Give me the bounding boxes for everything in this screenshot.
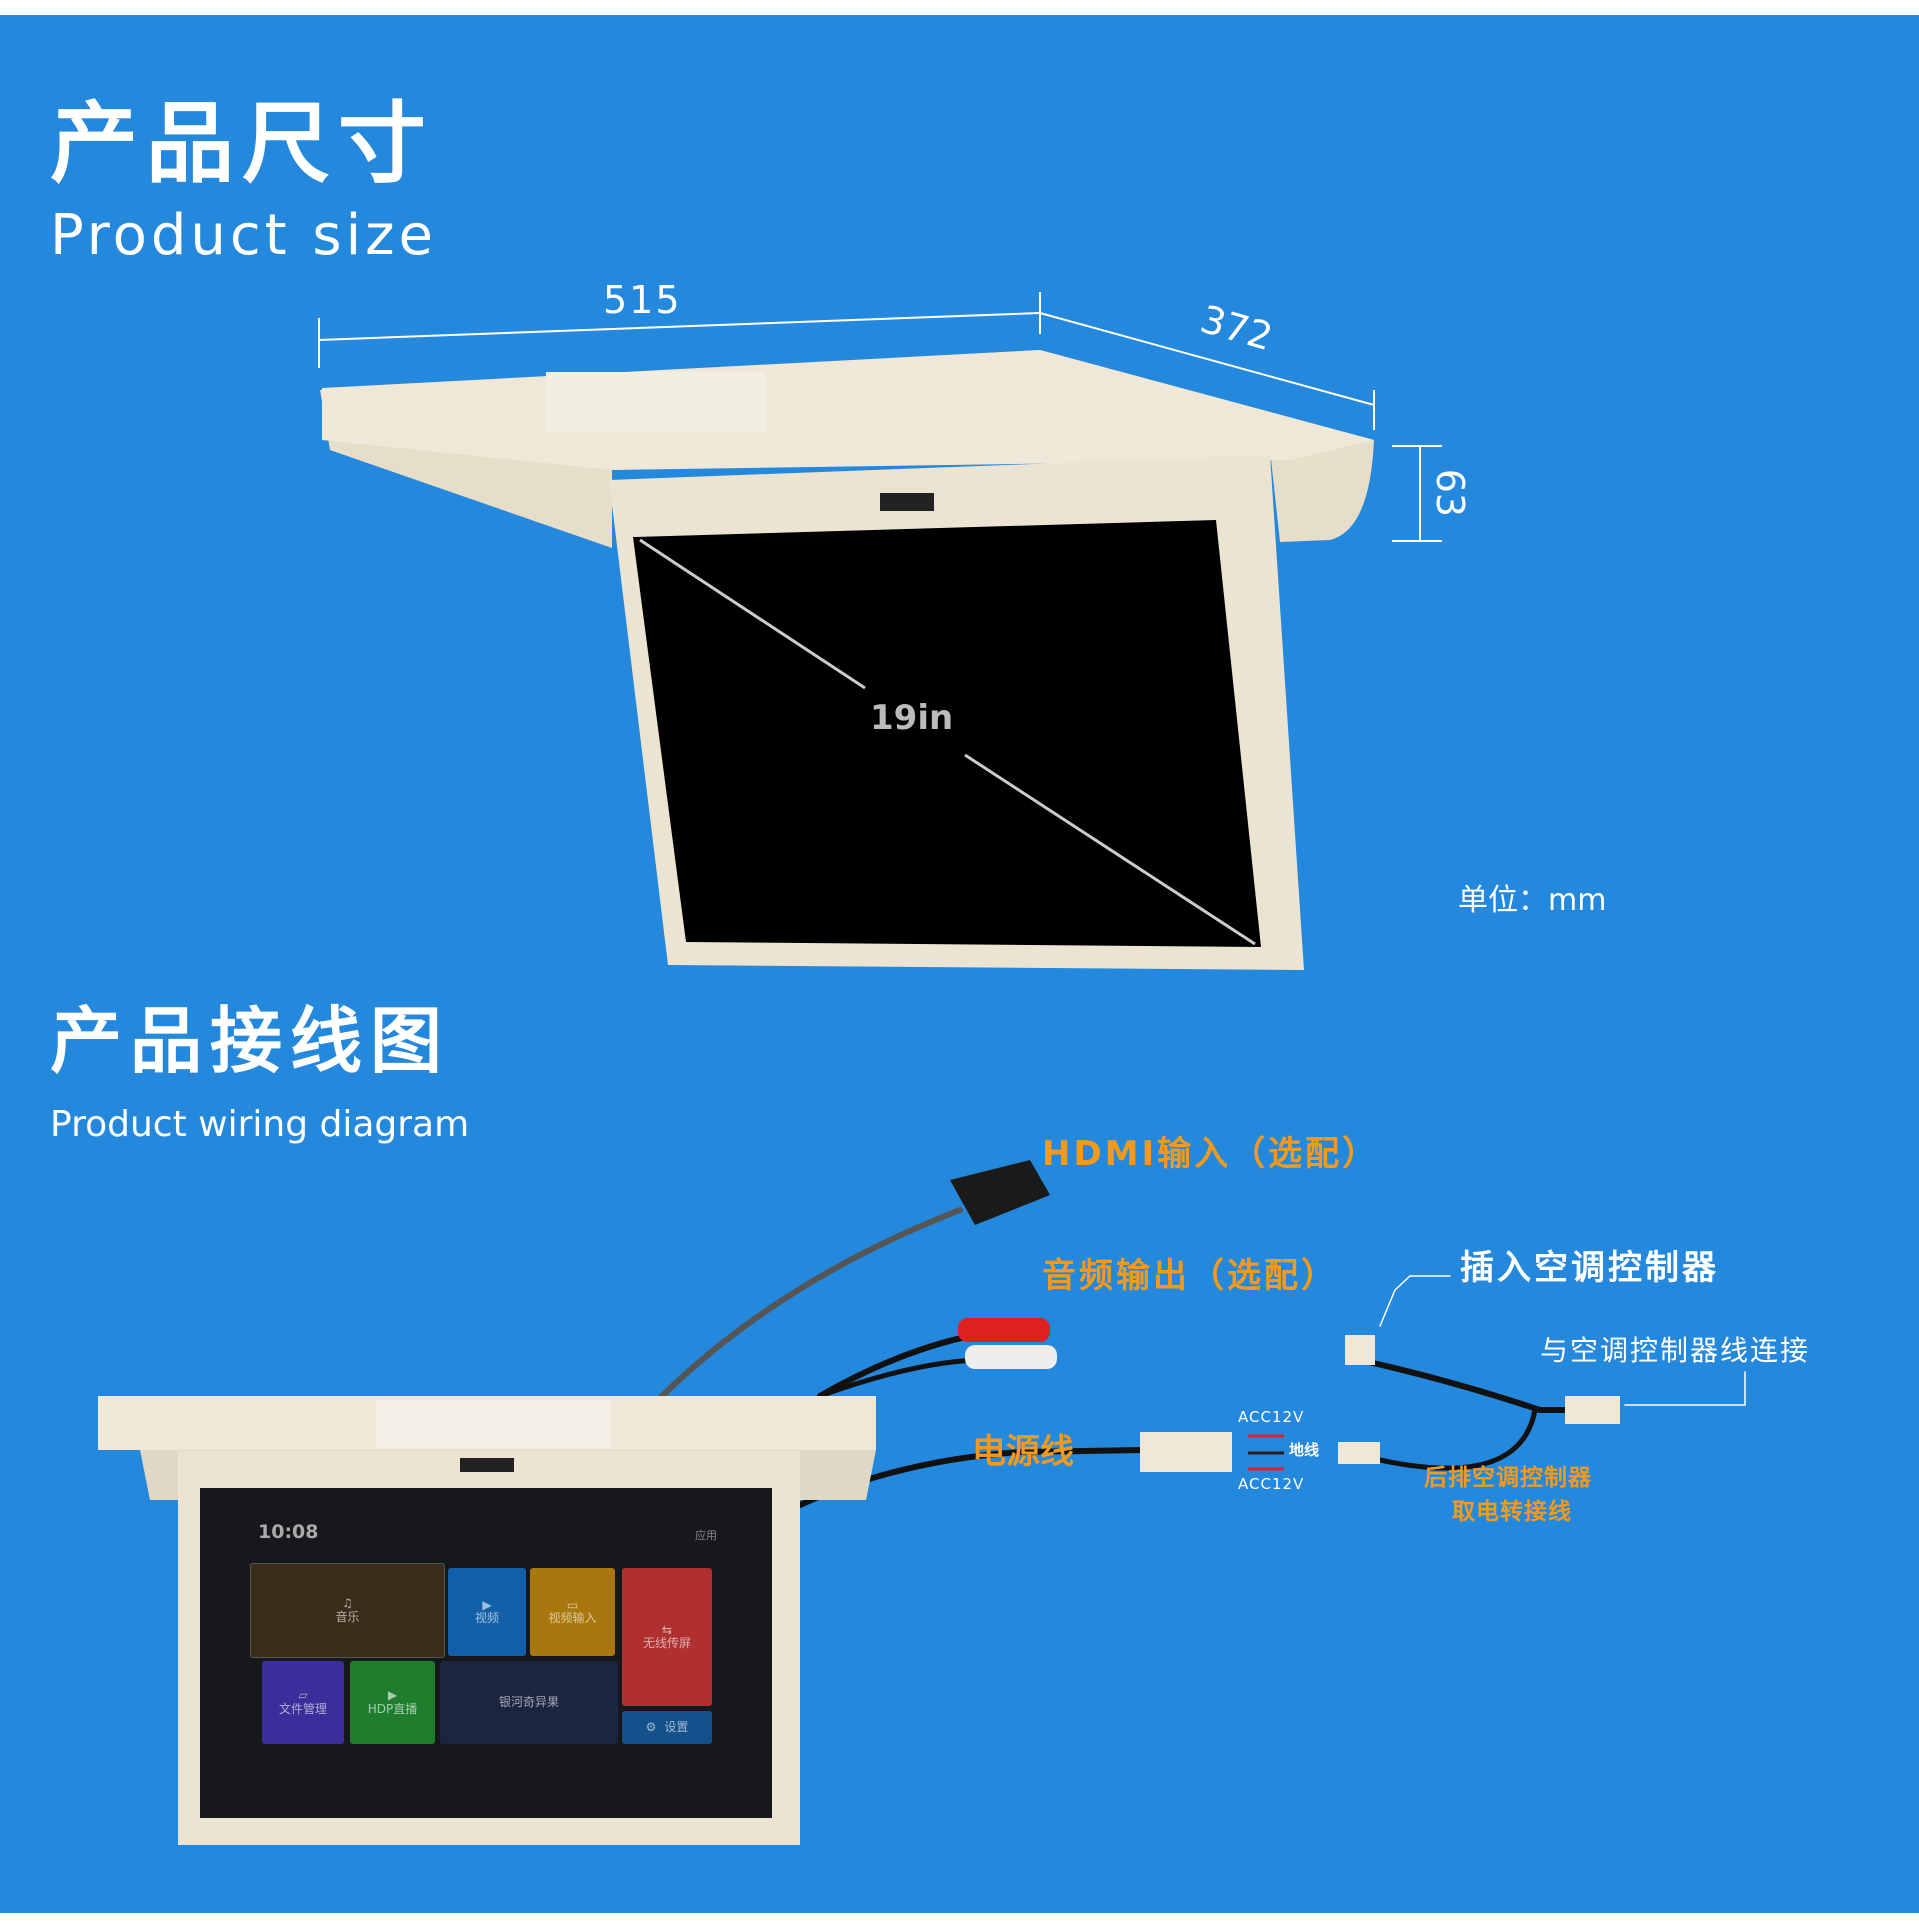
hdmi-connector xyxy=(950,1160,1050,1225)
hdp-logo-icon: ▶ xyxy=(387,1688,398,1703)
label-hdmi: HDMI输入（选配） xyxy=(1042,1134,1380,1174)
label-ac-insert: 插入空调控制器 xyxy=(1460,1248,1719,1288)
music-icon: ♫ xyxy=(342,1596,353,1611)
play-icon: ▶ xyxy=(482,1597,492,1612)
label-rear-ac-2: 取电转接线 xyxy=(1452,1499,1572,1525)
tile-label: 音乐 xyxy=(335,1609,360,1624)
tile-label: 文件管理 xyxy=(278,1701,327,1716)
label-acc12v-2: ACC12V xyxy=(1238,1475,1305,1493)
tile-video-input[interactable]: ▭视频输入 xyxy=(530,1568,615,1656)
power-connector xyxy=(1140,1432,1232,1472)
hdmi-icon: ▭ xyxy=(566,1597,579,1612)
tile-video[interactable]: ▶视频 xyxy=(448,1568,526,1656)
tile-label: 视频输入 xyxy=(548,1611,597,1625)
dimension-lines xyxy=(318,292,1442,542)
tile-hdp-live[interactable]: ▶HDP直播 xyxy=(350,1661,435,1744)
screen-size-label: 19in xyxy=(870,698,954,738)
rca-red xyxy=(958,1318,1050,1342)
tile-label: 银河奇异果 xyxy=(498,1694,559,1709)
dimension-height: 63 xyxy=(1428,468,1473,518)
size-title-en: Product size xyxy=(50,203,438,268)
cast-icon: ⇆ xyxy=(661,1622,673,1637)
tile-kiwi[interactable]: 银河奇异果 xyxy=(440,1661,618,1744)
unit-label: 单位：mm xyxy=(1458,883,1607,918)
label-power: 电源线 xyxy=(972,1432,1074,1472)
tile-label: 设置 xyxy=(664,1719,689,1734)
clock: 10:08 xyxy=(258,1521,319,1543)
apps-label: 应用 xyxy=(695,1529,717,1542)
size-title-cn: 产品尺寸 xyxy=(50,92,435,195)
tile-label: 视频 xyxy=(474,1611,499,1625)
tile-settings[interactable]: ⚙ 设置 xyxy=(622,1711,712,1744)
gear-icon: ⚙ xyxy=(645,1719,657,1734)
tile-label: HDP直播 xyxy=(367,1701,418,1716)
tile-screen-cast[interactable]: ⇆无线传屏 xyxy=(622,1568,712,1706)
rca-white xyxy=(965,1345,1057,1369)
label-rear-ac-1: 后排空调控制器 xyxy=(1424,1465,1592,1491)
tile-label: 无线传屏 xyxy=(642,1636,691,1650)
wiring-title-en: Product wiring diagram xyxy=(50,1104,470,1145)
tile-music[interactable]: ♫音乐 xyxy=(250,1563,445,1658)
label-ac-connect: 与空调控制器线连接 xyxy=(1540,1334,1811,1367)
label-audio: 音频输出（选配） xyxy=(1042,1256,1338,1296)
tile-file-manager[interactable]: ▱文件管理 xyxy=(262,1661,344,1744)
label-acc12v-1: ACC12V xyxy=(1238,1408,1305,1426)
wiring-title-cn: 产品接线图 xyxy=(50,999,451,1083)
label-ground: 地线 xyxy=(1289,1441,1320,1459)
dimension-width: 515 xyxy=(603,278,682,322)
monitor-screen xyxy=(633,520,1261,947)
folder-icon: ▱ xyxy=(298,1688,308,1703)
